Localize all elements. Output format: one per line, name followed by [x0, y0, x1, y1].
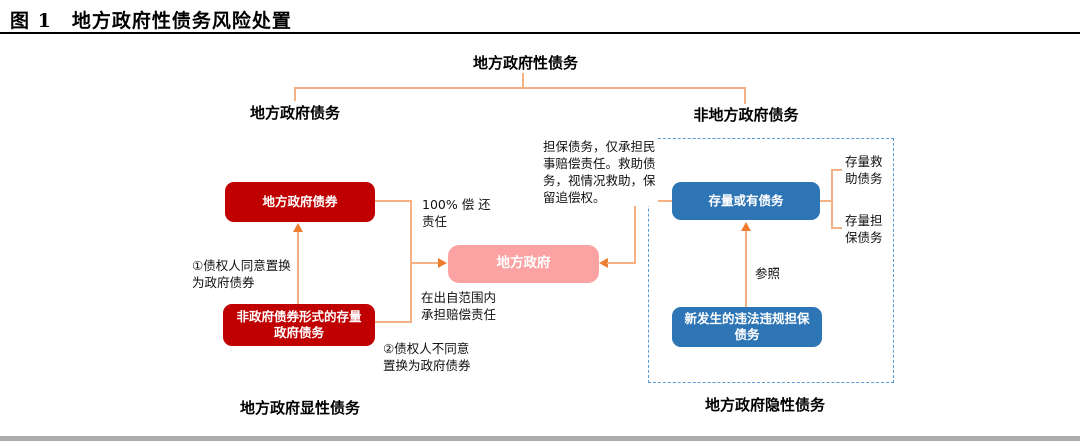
arrow-left-into-gov-icon	[599, 258, 608, 268]
bond-to-gov-line	[375, 200, 412, 202]
explicit-debt-footer-label: 地方政府显性债务	[239, 399, 360, 417]
swap-arrow-up-icon	[293, 223, 303, 232]
local-government-box: 地方政府	[448, 245, 599, 283]
new-violation-guarantee-box: 新发生的违法违规担保 债务	[672, 307, 822, 347]
figure-title: 图 1 地方政府性债务风险处置	[10, 10, 292, 32]
bracket-top-tick-line	[831, 169, 842, 171]
note-reference: 参照	[755, 266, 781, 281]
note-creditor-agree: ①债权人同意置换 为政府债券	[192, 258, 291, 290]
tree-root-label: 地方政府性债务	[472, 54, 578, 72]
left-vertical-join-line	[410, 200, 412, 323]
arrow-right-into-gov-icon	[438, 258, 447, 268]
right-arrow-line	[607, 262, 635, 264]
bracket-stem-line	[820, 200, 833, 202]
tree-right-drop-line	[744, 87, 746, 104]
bottom-divider-bar	[0, 436, 1080, 441]
swap-arrow-line	[297, 231, 299, 304]
note-guarantee-rules: 担保债务，仅承担民 事赔偿责任。救助债 务，视情况救助，保 留追偿权。	[543, 138, 658, 206]
tree-riser-line	[522, 73, 524, 88]
implicit-debt-footer-label: 地方政府隐性债务	[704, 396, 825, 414]
reference-arrow-up-icon	[741, 222, 751, 231]
tree-horizontal-line	[294, 87, 746, 89]
note-full-repay: 100% 偿 还 责任	[422, 197, 491, 229]
stock-contingent-debt-box: 存量或有债务	[672, 182, 820, 220]
note-creditor-disagree: ②债权人不同意 置换为政府债券	[383, 341, 471, 373]
reference-arrow-line	[745, 230, 747, 307]
left-branch-label: 地方政府债务	[249, 104, 340, 122]
bracket-bottom-tick-line	[831, 227, 842, 229]
right-branch-label: 非地方政府债务	[693, 106, 799, 124]
tree-left-drop-line	[294, 87, 296, 101]
local-gov-bond-box: 地方政府债券	[225, 182, 375, 222]
right-vertical-join-line	[634, 200, 636, 264]
bracket-vertical-line	[831, 169, 833, 229]
note-compensation: 在出自范围内 承担赔偿责任	[421, 290, 497, 322]
stock-guarantee-label: 存量担 保债务	[845, 213, 883, 245]
implicit-debt-group-box	[648, 138, 894, 383]
left-arrow-line	[410, 262, 440, 264]
nonbond-stock-debt-box: 非政府债券形式的存量 政府债务	[223, 304, 375, 346]
stock-rescue-label: 存量救 助债务	[845, 154, 883, 186]
title-rule	[0, 32, 1080, 34]
nonbond-to-gov-line	[375, 321, 412, 323]
